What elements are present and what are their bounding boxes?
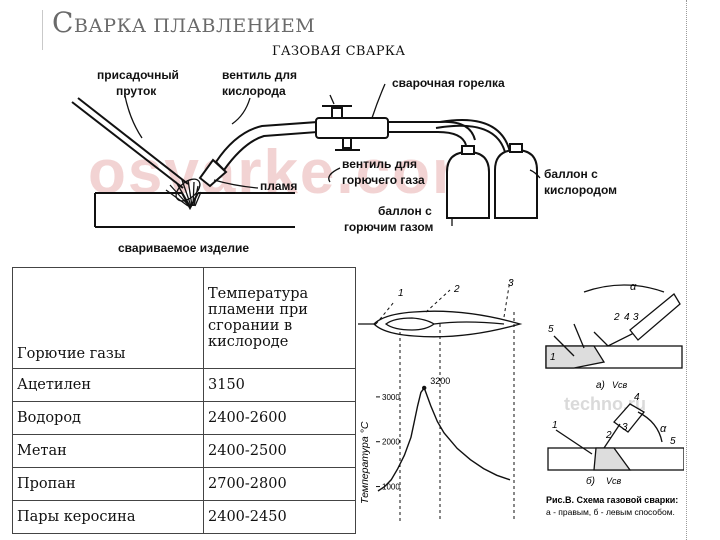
- title-decoration: [42, 10, 43, 50]
- title-first-letter: С: [52, 6, 74, 39]
- slide-title: Сварка плавлением: [52, 6, 315, 39]
- table-cell-temperature: 2400-2600: [203, 401, 356, 435]
- figure-caption-rest: а - правым, б - левым способом.: [546, 507, 675, 517]
- left-label-1: 1: [552, 420, 558, 431]
- fuel-gas-table: Горючие газы Температура пламени при сго…: [12, 267, 356, 534]
- table-header-temperature: Температура пламени при сгорании в кисло…: [203, 267, 356, 369]
- chart-y-axis-label: Температура °C: [359, 421, 371, 504]
- chart-zone-label: 1: [398, 288, 404, 299]
- gas-cylinders: [446, 143, 538, 219]
- welding-methods-figure: techno.ru α 2 4 3 5 1 а) Vсв 1 2 3 4 α 5…: [545, 281, 684, 517]
- table-cell-gas: Ацетилен: [12, 368, 204, 402]
- table-cell-temperature: 2400-2500: [203, 434, 356, 468]
- flame-sketch: [358, 310, 523, 338]
- label-fuel-cylinder-2: горючим газом: [344, 220, 434, 234]
- label-fuel-valve-1: вентиль для: [342, 157, 417, 171]
- figure-caption-title: Рис.В. Схема газовой сварки:: [546, 495, 678, 505]
- label-fuel-cylinder-1: баллон с: [378, 204, 432, 218]
- filler-rod: [71, 97, 189, 189]
- label-oxygen-cylinder-2: кислородом: [544, 183, 617, 197]
- diagram-watermark: osvarke.com: [88, 138, 489, 207]
- table-row: Водород 2400-2600: [12, 401, 356, 435]
- label-oxygen-cylinder-1: баллон с: [544, 167, 598, 181]
- table-row: Ацетилен 3150: [12, 368, 356, 402]
- table-header-row: Горючие газы Температура пламени при сго…: [12, 267, 356, 369]
- title-rest: варка плавлением: [73, 15, 316, 37]
- table-cell-temperature: 2700-2800: [203, 467, 356, 501]
- chart-zone-labels: 1 2 3: [398, 278, 514, 299]
- table-cell-temperature: 2400-2450: [203, 500, 356, 534]
- chart-peak-point: [422, 385, 427, 391]
- right-label-a: а): [596, 380, 605, 391]
- label-filler-rod-1: присадочный: [97, 68, 179, 82]
- right-label-4: 4: [624, 312, 630, 323]
- left-label-alpha: α: [660, 423, 667, 435]
- chart-y-tick-label: 3000: [382, 393, 400, 402]
- left-label-3: 3: [622, 422, 628, 433]
- left-label-2: 2: [605, 430, 612, 441]
- flame-shape: [165, 178, 202, 207]
- left-label-4: 4: [634, 392, 640, 403]
- right-label-5: 5: [548, 324, 554, 335]
- label-filler-rod-2: пруток: [116, 84, 157, 98]
- chart-y-tick-label: 1000: [382, 483, 400, 492]
- chart-y-tick-label: 2000: [382, 438, 400, 447]
- table-cell-temperature: 3150: [203, 368, 356, 402]
- right-label-1: 1: [550, 352, 556, 363]
- right-speed-a: Vсв: [612, 380, 628, 390]
- left-speed-b: Vсв: [606, 476, 622, 486]
- label-fuel-valve-2: горючего газа: [342, 173, 425, 187]
- chart-peak-label: 3200: [430, 376, 450, 386]
- table-cell-gas: Пары керосина: [12, 500, 204, 534]
- table-cell-gas: Пропан: [12, 467, 204, 501]
- right-label-alpha-top: α: [630, 281, 637, 293]
- table-header-gas: Горючие газы: [12, 267, 204, 369]
- leader-lines: [124, 83, 541, 226]
- table-row: Пропан 2700-2800: [12, 467, 356, 501]
- slide-border: [686, 0, 689, 540]
- label-oxygen-valve-1: вентиль для: [222, 68, 297, 82]
- label-flame: пламя: [260, 179, 297, 193]
- left-label-b: б): [586, 475, 595, 487]
- slide-subtitle: ГАЗОВАЯ СВАРКА: [272, 44, 406, 59]
- chart-zone-label: 2: [453, 284, 460, 295]
- chart-zone-label: 3: [508, 278, 514, 289]
- table-row: Пары керосина 2400-2450: [12, 500, 356, 534]
- welding-torch: [198, 105, 511, 188]
- zone-guides: [375, 279, 515, 522]
- table-cell-gas: Метан: [12, 434, 204, 468]
- flame-temperature-chart: 1000 2000 3000 1 2 3 3200 Температура °C: [358, 278, 523, 522]
- right-method-scheme: [545, 284, 683, 369]
- right-label-3: 3: [633, 312, 639, 323]
- label-oxygen-valve-2: кислорода: [222, 84, 286, 98]
- table-cell-gas: Водород: [12, 401, 204, 435]
- left-method-scheme: [547, 403, 684, 471]
- left-label-5: 5: [670, 436, 676, 447]
- label-workpiece: свариваемое изделие: [118, 241, 249, 255]
- chart-y-ticks: 1000 2000 3000: [376, 393, 400, 492]
- right-label-2: 2: [613, 312, 620, 323]
- label-torch: сварочная горелка: [392, 76, 505, 90]
- table-row: Метан 2400-2500: [12, 434, 356, 468]
